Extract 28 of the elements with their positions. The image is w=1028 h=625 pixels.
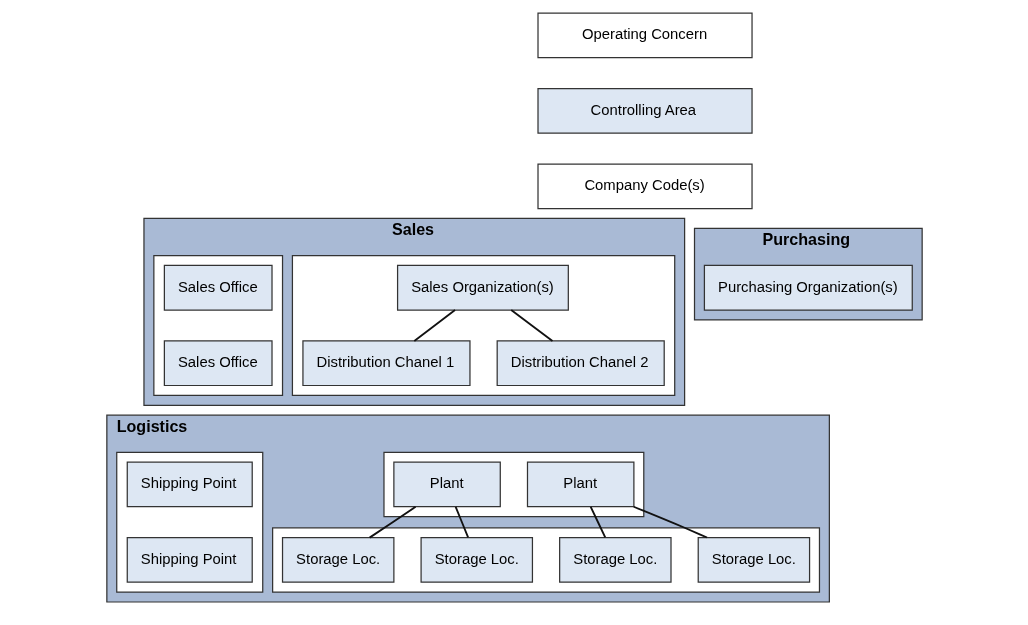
node-box: Plant — [526, 461, 634, 508]
node-box: Sales Organization(s) — [396, 264, 569, 311]
node-box: Distribution Chanel 1 — [301, 340, 471, 387]
cluster — [115, 451, 263, 593]
connector — [454, 505, 469, 539]
node-box: Operating Concern — [536, 12, 753, 59]
connector — [589, 505, 606, 539]
cluster — [271, 527, 820, 593]
node-box: Sales Office — [163, 264, 273, 311]
node-box: Controlling Area — [536, 87, 753, 134]
node-box: Shipping Point — [126, 537, 253, 583]
node-box: Plant — [392, 461, 501, 508]
node-box: Storage Loc. — [419, 537, 533, 583]
connector — [632, 505, 708, 539]
cluster — [382, 451, 644, 518]
node-box: Shipping Point — [126, 461, 253, 508]
node-box: Distribution Chanel 2 — [496, 340, 665, 387]
node-box: Purchasing Organization(s) — [703, 264, 913, 311]
node-box: Storage Loc. — [558, 537, 672, 583]
cluster — [152, 254, 283, 396]
connector — [368, 505, 416, 539]
node-box: Company Code(s) — [536, 163, 753, 210]
node-box: Storage Loc. — [281, 537, 394, 583]
cluster — [291, 254, 675, 396]
node-box: Storage Loc. — [697, 537, 810, 583]
connector — [412, 309, 456, 342]
node-box: Sales Office — [163, 340, 273, 387]
connector — [509, 309, 553, 342]
